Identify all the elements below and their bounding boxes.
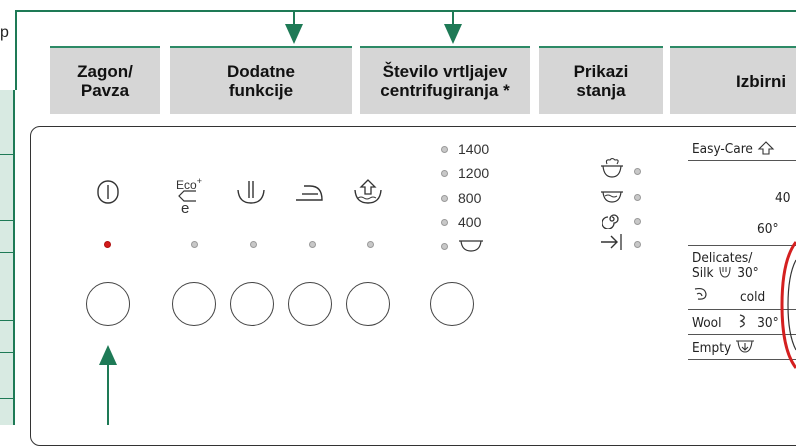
corner-label: p — [0, 24, 9, 41]
temp-40-label: 40 — [775, 190, 791, 206]
easy-care-icon — [757, 141, 775, 155]
divider — [688, 160, 796, 161]
water-plus-icon — [237, 181, 265, 204]
arrow3-stem — [107, 364, 109, 425]
arrow1-stem — [293, 10, 295, 24]
arrow-up-icon — [99, 345, 117, 365]
spin-led-no-spin — [441, 243, 448, 250]
divider — [688, 309, 796, 310]
spin-speed-button[interactable] — [430, 282, 474, 326]
water-plus-button[interactable] — [230, 282, 274, 326]
control-panel — [30, 126, 796, 446]
spin-speed-800: 800 — [458, 190, 482, 206]
program-easy-care: Easy-Care — [692, 139, 775, 157]
arrow-down-icon — [285, 24, 303, 44]
program-dial[interactable] — [780, 240, 796, 370]
water-plus-led — [250, 241, 257, 248]
hand-wash-icon — [719, 266, 731, 278]
tab-program-selector: Izbirni — [670, 46, 796, 114]
eco-led — [191, 241, 198, 248]
wash-status-icon — [601, 157, 623, 178]
frame-top-line — [15, 10, 796, 12]
end-status-led — [634, 241, 641, 248]
spin-speed-400: 400 — [458, 214, 482, 230]
arrow2-stem — [452, 10, 454, 24]
silk-temp: 30° — [737, 265, 759, 281]
no-spin-icon — [459, 240, 483, 252]
eco-e-label: e — [181, 200, 190, 217]
rinse-status-icon — [601, 191, 623, 203]
empty-row: Empty — [692, 338, 755, 356]
easy-care-label: Easy-Care — [692, 141, 753, 157]
eco-plus: + — [196, 176, 202, 186]
temp-60-label: 60° — [757, 221, 779, 237]
start-pause-icon — [97, 180, 119, 204]
spin-led-1200 — [441, 170, 448, 177]
spin-status-led — [634, 218, 641, 225]
tab-status-displays: Prikazi stanja — [539, 46, 663, 114]
spin-led-1400 — [441, 146, 448, 153]
wool-row: Wool 30° — [692, 313, 779, 331]
eco-icon: Eco+ e — [176, 176, 206, 222]
silk-label: Silk — [692, 265, 714, 281]
cold-label: cold — [740, 289, 766, 305]
spin-speed-1400: 1400 — [458, 141, 490, 157]
frame-left-line — [15, 10, 17, 90]
spin-status-icon — [602, 214, 619, 229]
spin-speed-1200: 1200 — [458, 165, 490, 181]
easy-iron-button[interactable] — [288, 282, 332, 326]
wash-status-led — [634, 168, 641, 175]
tab-extra-functions: Dodatne funkcije — [170, 46, 352, 114]
spin-drain-icon — [694, 287, 707, 300]
empty-label: Empty — [692, 340, 732, 356]
easy-iron-icon — [296, 185, 323, 201]
arrow-down-icon — [444, 24, 462, 44]
eco-label: Eco — [176, 178, 197, 192]
eco-button[interactable] — [172, 282, 216, 326]
rinse-plus-led — [367, 241, 374, 248]
delicates-label: Delicates/ — [692, 250, 753, 266]
start-pause-button[interactable] — [86, 282, 130, 326]
wool-label: Wool — [692, 315, 722, 331]
left-sidebar — [0, 90, 15, 425]
rinse-plus-button[interactable] — [346, 282, 390, 326]
silk-row: Silk 30° — [692, 265, 759, 281]
drain-icon — [736, 340, 755, 353]
start-led — [104, 241, 111, 248]
easy-iron-led — [309, 241, 316, 248]
wool-temp: 30° — [757, 315, 779, 331]
spin-led-800 — [441, 195, 448, 202]
wool-icon — [739, 314, 746, 328]
tab-start-pause: Zagon/ Pavza — [50, 46, 160, 114]
tab-spin-speed: Število vrtljajev centrifugiranja * — [360, 46, 530, 114]
divider — [688, 245, 796, 246]
end-status-icon — [601, 234, 622, 250]
spin-led-400 — [441, 219, 448, 226]
rinse-plus-icon — [354, 179, 382, 204]
divider — [688, 334, 796, 335]
rinse-status-led — [634, 194, 641, 201]
divider — [688, 359, 796, 360]
